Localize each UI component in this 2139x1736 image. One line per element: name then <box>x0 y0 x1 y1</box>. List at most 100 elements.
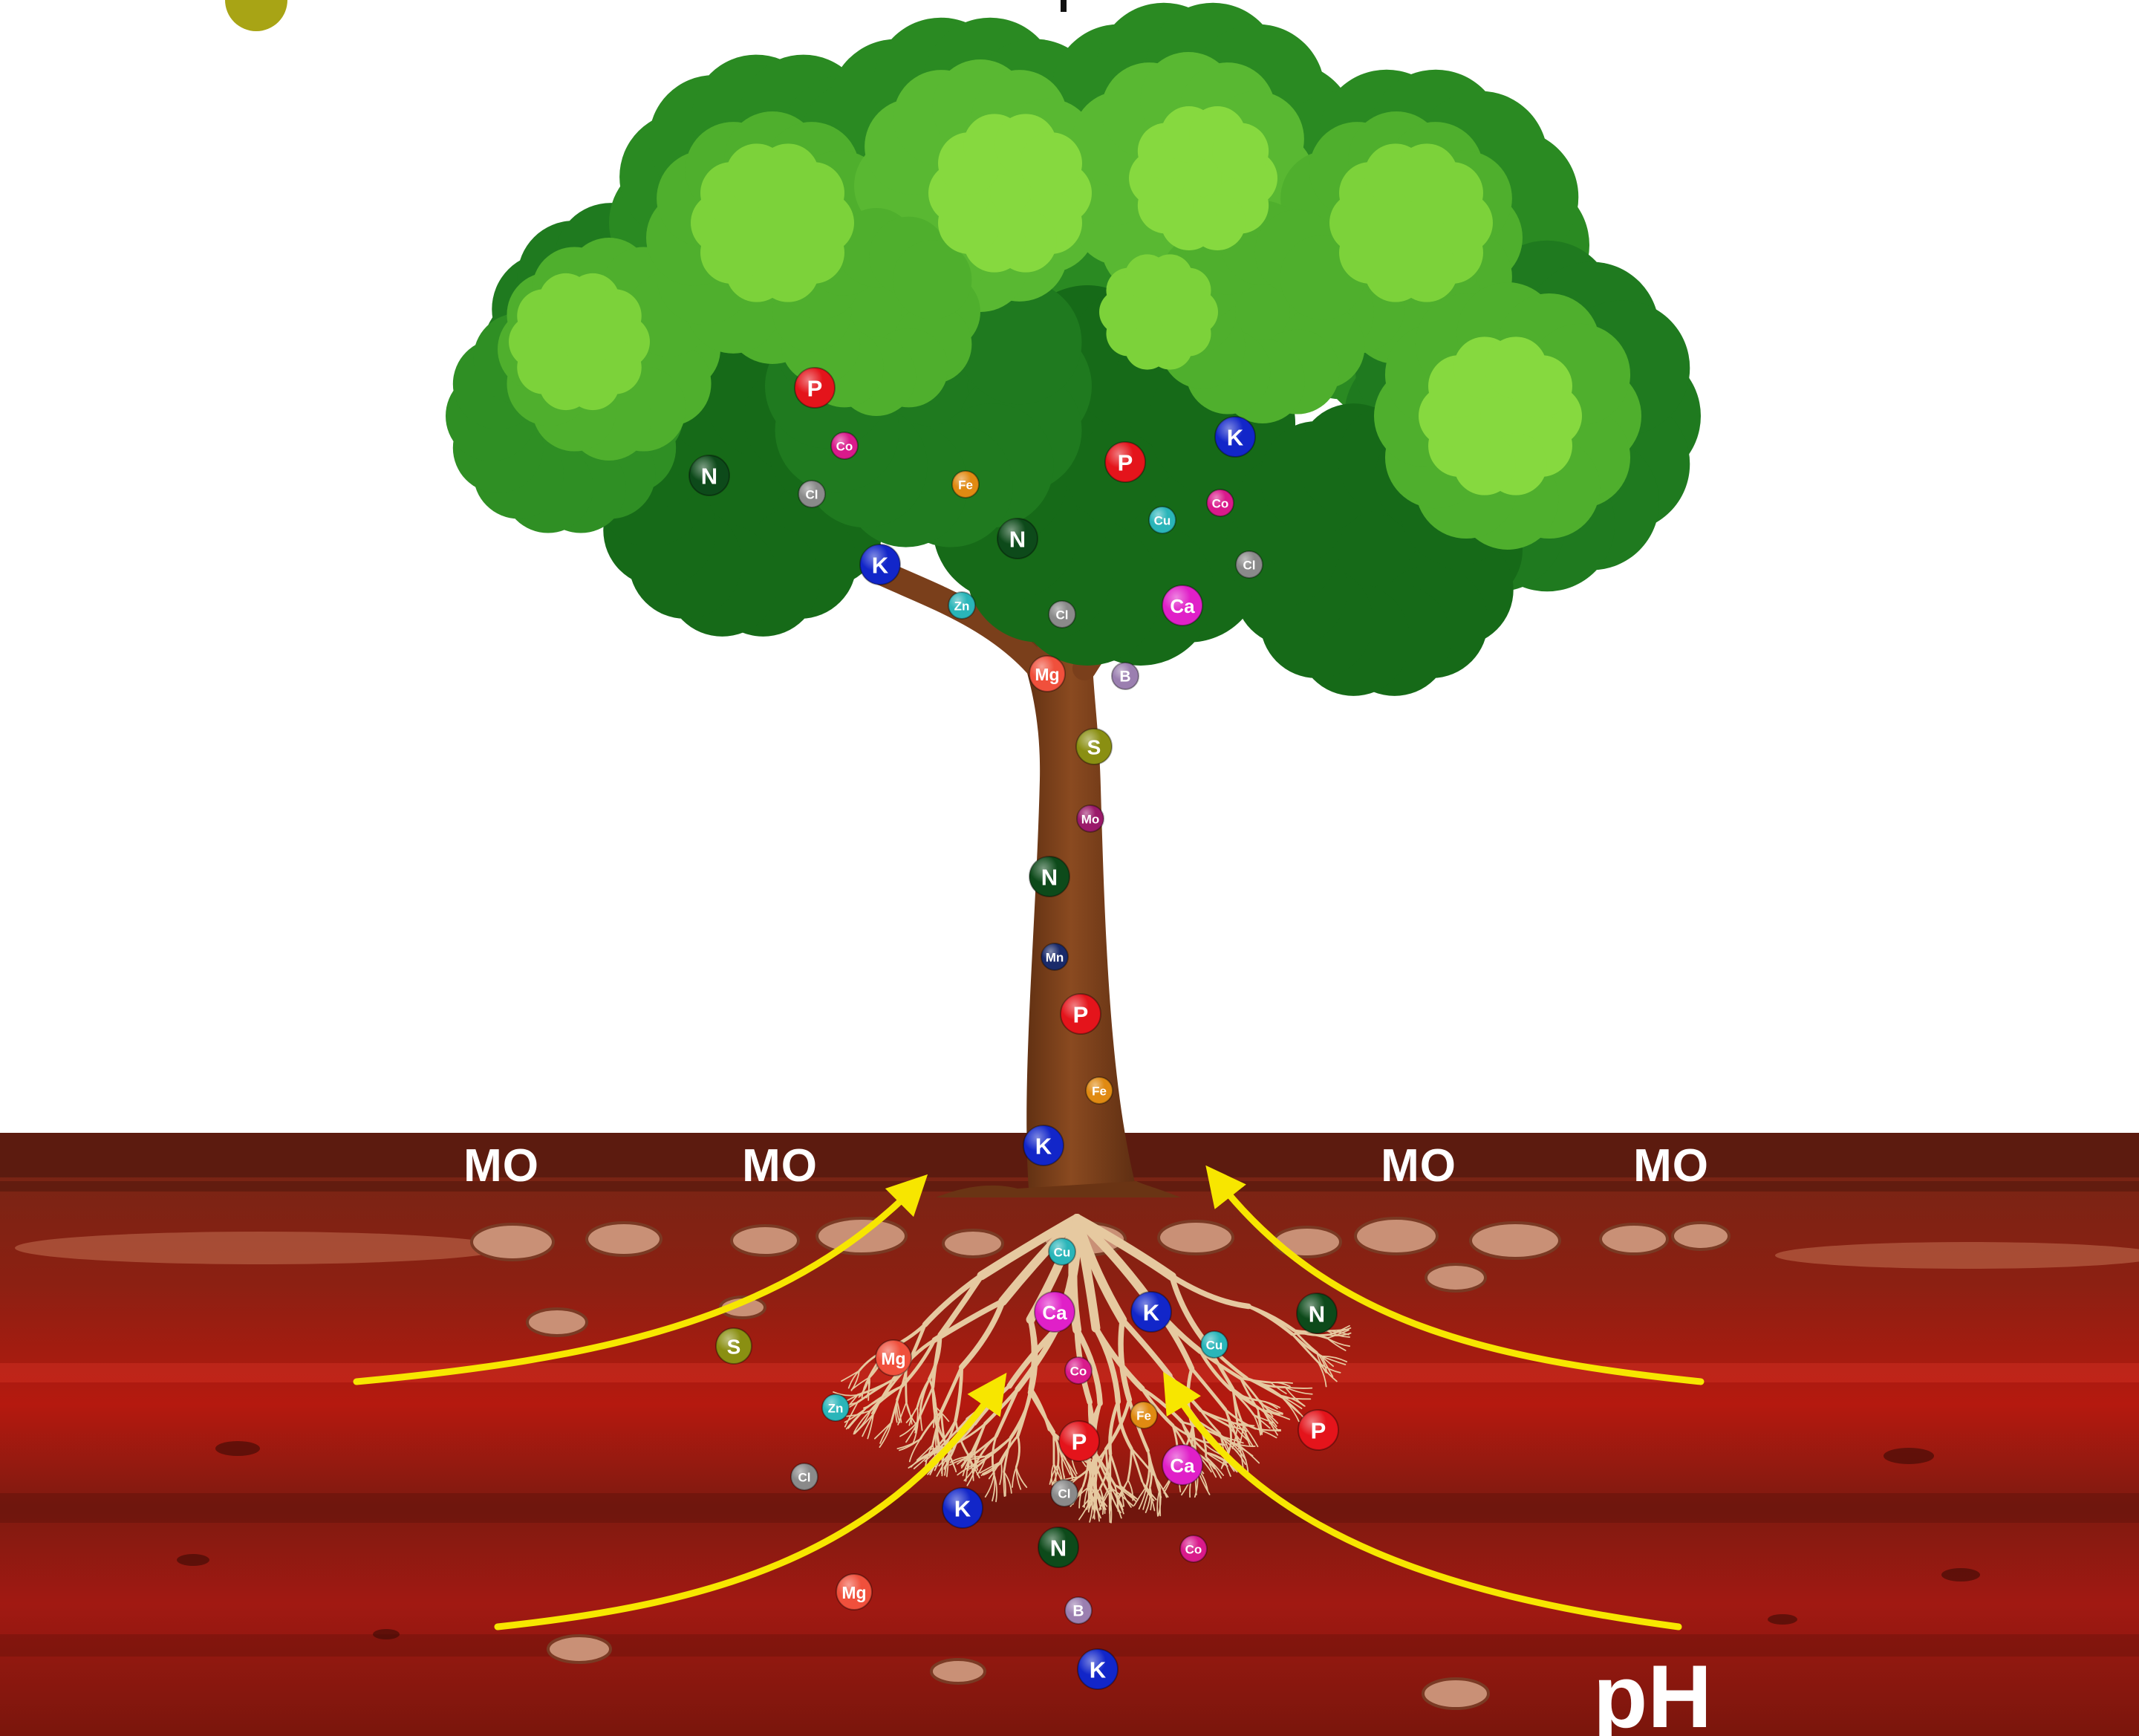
nutrient-symbol: Zn <box>828 1402 844 1416</box>
leaf-cluster <box>1329 143 1493 302</box>
nutrient-symbol: Fe <box>1092 1085 1107 1099</box>
nutrient-p-marker: P <box>1059 1421 1099 1461</box>
nutrient-symbol: K <box>1035 1134 1052 1160</box>
nutrient-b-marker: B <box>1112 663 1139 689</box>
nutrient-p-marker: P <box>1105 442 1145 482</box>
nutrient-zn-marker: Zn <box>948 592 975 619</box>
nutrient-co-marker: Co <box>1065 1357 1092 1384</box>
nutrient-mg-marker: Mg <box>876 1340 911 1376</box>
nutrient-cu-marker: Cu <box>1201 1331 1228 1358</box>
leaf-cluster <box>1129 106 1277 250</box>
nutrient-cl-marker: Cl <box>1236 551 1263 578</box>
corner-disc <box>225 0 287 31</box>
nutrient-symbol: P <box>1311 1418 1326 1444</box>
nutrient-mg-marker: Mg <box>836 1574 872 1610</box>
nutrient-symbol: Mg <box>841 1583 866 1602</box>
nutrient-cu-marker: Cu <box>1049 1238 1075 1265</box>
nutrient-symbol: Mg <box>1035 665 1059 684</box>
nutrient-n-marker: N <box>997 518 1038 559</box>
ph-label: pH <box>1593 1647 1712 1736</box>
nutrient-symbol: N <box>1309 1301 1325 1327</box>
nutrient-fe-marker: Fe <box>952 471 979 498</box>
leaf-cluster <box>691 143 854 302</box>
nutrient-symbol: Ca <box>1170 1454 1195 1477</box>
top-mark <box>1061 0 1067 12</box>
nutrient-b-marker: B <box>1065 1597 1092 1624</box>
nutrient-mn-marker: Mn <box>1041 943 1068 970</box>
nutrient-ca-marker: Ca <box>1162 585 1202 625</box>
nutrient-k-marker: K <box>1078 1649 1118 1689</box>
tree-canopy <box>446 3 1701 696</box>
nutrient-k-marker: K <box>1131 1292 1171 1332</box>
nutrient-symbol: N <box>1050 1535 1067 1561</box>
nutrient-cl-marker: Cl <box>798 481 825 507</box>
nutrient-symbol: K <box>1227 425 1244 451</box>
nutrient-cu-marker: Cu <box>1149 507 1176 533</box>
nutrient-s-marker: S <box>716 1328 752 1364</box>
nutrient-symbol: K <box>872 553 889 579</box>
leaf-cluster <box>509 273 650 410</box>
nutrient-ca-marker: Ca <box>1035 1292 1075 1332</box>
leaf-cluster <box>1099 254 1218 369</box>
nutrient-symbol: Co <box>1070 1365 1087 1379</box>
nutrient-symbol: S <box>1087 736 1101 759</box>
nutrient-n-marker: N <box>689 455 729 495</box>
nutrient-symbol: S <box>727 1336 741 1359</box>
nutrient-symbol: Fe <box>1136 1409 1151 1423</box>
nutrient-symbol: Cl <box>1058 1487 1071 1501</box>
nutrient-zn-marker: Zn <box>822 1394 849 1421</box>
nutrient-s-marker: S <box>1076 729 1112 764</box>
nutrient-symbol: Ca <box>1170 595 1195 617</box>
nutrient-k-marker: K <box>942 1488 983 1528</box>
nutrient-symbol: Cu <box>1154 514 1171 528</box>
nutrient-symbol: N <box>701 464 717 490</box>
nutrient-symbol: Mn <box>1046 951 1064 965</box>
nutrient-k-marker: K <box>1023 1125 1064 1166</box>
nutrient-symbol: Zn <box>954 599 970 614</box>
nutrient-symbol: Co <box>1212 497 1229 511</box>
nutrient-symbol: P <box>1072 1429 1087 1455</box>
nutrient-symbol: N <box>1041 865 1058 891</box>
leaf-cluster <box>928 114 1092 272</box>
nutrient-cl-marker: Cl <box>1051 1480 1078 1506</box>
nutrient-fe-marker: Fe <box>1086 1077 1113 1104</box>
nutrient-symbol: Cl <box>1243 559 1256 573</box>
nutrient-n-marker: N <box>1297 1293 1337 1333</box>
nutrient-symbol: P <box>807 376 823 402</box>
nutrient-symbol: Cl <box>806 488 818 502</box>
nutrient-symbol: Ca <box>1042 1301 1067 1324</box>
nutrient-symbol: Cl <box>798 1471 811 1485</box>
nutrient-co-marker: Co <box>1207 490 1234 516</box>
nutrient-symbol: Co <box>836 440 853 454</box>
trunk <box>1018 639 1136 1189</box>
nutrient-symbol: K <box>1143 1300 1160 1326</box>
nutrient-n-marker: N <box>1029 856 1070 897</box>
nutrient-symbol: Mg <box>881 1349 905 1368</box>
nutrient-fe-marker: Fe <box>1130 1402 1157 1428</box>
nutrient-symbol: N <box>1009 527 1026 553</box>
nutrient-symbol: P <box>1118 450 1133 476</box>
nutrient-co-marker: Co <box>831 432 858 459</box>
nutrient-symbol: Co <box>1185 1543 1202 1557</box>
nutrient-symbol: Mo <box>1081 813 1100 827</box>
nutrient-p-marker: P <box>795 368 835 408</box>
nutrient-symbol: B <box>1072 1603 1084 1620</box>
nutrient-co-marker: Co <box>1180 1535 1207 1562</box>
nutrient-symbol: K <box>1090 1657 1107 1683</box>
nutrient-mg-marker: Mg <box>1029 656 1065 692</box>
nutrient-symbol: Fe <box>958 478 973 492</box>
nutrient-symbol: P <box>1073 1002 1089 1028</box>
nutrient-p-marker: P <box>1298 1410 1338 1450</box>
nutrient-cl-marker: Cl <box>791 1463 818 1490</box>
nutrient-ca-marker: Ca <box>1162 1445 1202 1485</box>
nutrient-symbol: Cu <box>1206 1339 1223 1353</box>
nutrient-k-marker: K <box>860 544 900 585</box>
nutrient-symbol: K <box>954 1496 971 1522</box>
nutrient-mo-marker: Mo <box>1077 805 1104 832</box>
nutrient-n-marker: N <box>1038 1527 1078 1567</box>
organic-matter-label: MO <box>1633 1140 1709 1192</box>
nutrient-k-marker: K <box>1215 417 1255 457</box>
organic-matter-label: MO <box>742 1140 818 1192</box>
